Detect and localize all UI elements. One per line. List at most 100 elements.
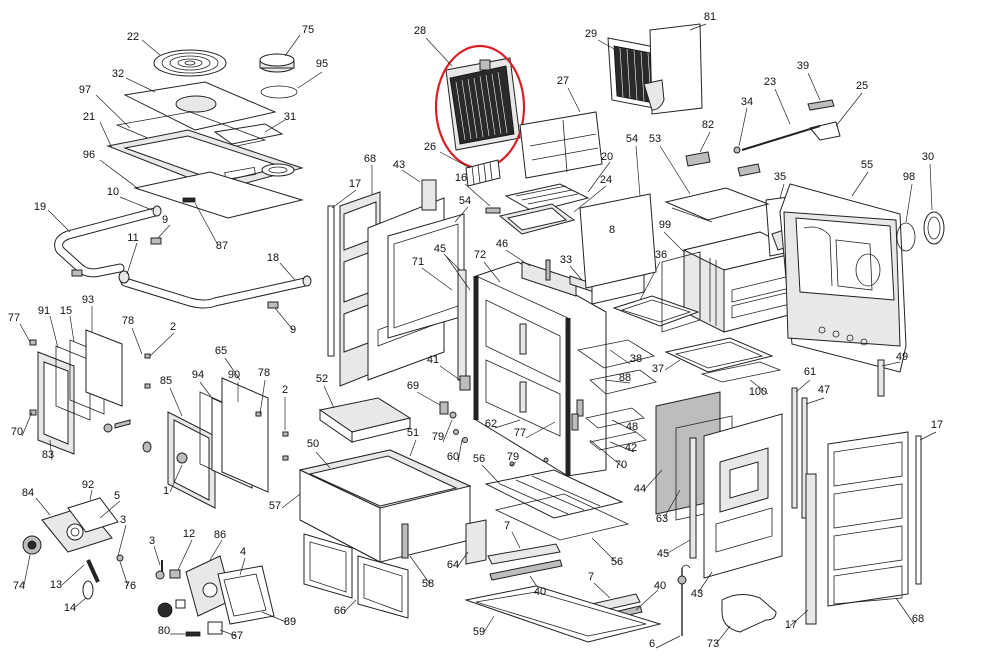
part-label-94: 94	[192, 369, 204, 381]
part-59-base	[464, 585, 662, 643]
part-label-16: 16	[455, 172, 467, 184]
part-label-59: 59	[473, 626, 485, 638]
part-label-41: 41	[427, 354, 439, 366]
part-label-76: 76	[124, 580, 136, 592]
part-label-43: 43	[691, 588, 703, 600]
part-label-35: 35	[774, 171, 786, 183]
main-frame	[416, 235, 657, 477]
part-73-handle	[721, 594, 777, 633]
part-label-56: 56	[473, 453, 485, 465]
part-label-15: 15	[60, 305, 72, 317]
part-label-46: 46	[496, 238, 508, 250]
part-92-plate	[67, 497, 119, 533]
part-label-84: 84	[22, 487, 34, 499]
part-label-71: 71	[412, 256, 424, 268]
part-label-2: 2	[170, 321, 176, 333]
part-58-slide	[401, 523, 409, 559]
part-64-plate	[465, 519, 487, 565]
part-label-45: 45	[657, 548, 669, 560]
part-label-82: 82	[702, 119, 714, 131]
part-label-64: 64	[447, 559, 459, 571]
part-label-28: 28	[414, 25, 426, 37]
part-7-rail	[487, 543, 561, 565]
part-label-70: 70	[615, 459, 627, 471]
part-98-ring	[896, 222, 916, 252]
part-label-32: 32	[112, 68, 124, 80]
part-54-panel	[579, 193, 657, 289]
part-label-11: 11	[127, 232, 138, 244]
part-label-54: 54	[626, 133, 638, 145]
part-label-18: 18	[267, 252, 279, 264]
part-label-6: 6	[649, 638, 655, 650]
part-label-43: 43	[393, 159, 405, 171]
part-label-19: 19	[34, 201, 46, 213]
part-68-door-panel	[827, 431, 909, 607]
cooktop-assembly	[95, 34, 323, 246]
part-label-10: 10	[107, 186, 119, 198]
part-96-base-plate	[133, 171, 304, 219]
part-label-80: 80	[158, 625, 170, 637]
part-36-shelf	[612, 295, 700, 327]
part-93-glass	[85, 329, 123, 407]
part-label-75: 75	[302, 24, 314, 36]
part-95-ring	[260, 85, 298, 99]
firebox-grates	[464, 161, 611, 235]
part-label-45: 45	[434, 243, 446, 255]
part-label-17: 17	[785, 619, 797, 631]
part-label-33: 33	[560, 254, 572, 266]
part-label-69: 69	[407, 380, 419, 392]
part-75-cap	[259, 53, 295, 73]
part-label-5: 5	[114, 490, 120, 502]
part-label-97: 97	[79, 84, 91, 96]
part-label-68: 68	[912, 613, 924, 625]
part-label-72: 72	[474, 249, 486, 261]
part-17-strip-right	[915, 435, 922, 585]
part-label-53: 53	[649, 133, 661, 145]
part-label-63: 63	[656, 513, 668, 525]
part-47-strip	[801, 397, 808, 519]
part-91-glass	[55, 345, 91, 421]
part-label-9: 9	[162, 214, 168, 226]
part-label-61: 61	[804, 366, 816, 378]
part-label-78: 78	[122, 315, 134, 327]
part-label-17: 17	[931, 419, 943, 431]
part-label-74: 74	[13, 580, 25, 592]
part-label-23: 23	[764, 76, 776, 88]
part-label-12: 12	[183, 528, 195, 540]
part-label-91: 91	[38, 305, 50, 317]
part-30-ring	[923, 211, 945, 245]
part-26-grate	[465, 159, 501, 187]
part-17-strip-bottom	[805, 473, 817, 625]
part-label-42: 42	[625, 442, 637, 454]
left-side-panels	[327, 165, 469, 387]
part-label-14: 14	[64, 602, 76, 614]
part-34-screw	[733, 146, 741, 154]
part-17-strip	[327, 205, 335, 357]
part-label-96: 96	[83, 149, 95, 161]
part-label-85: 85	[160, 375, 172, 387]
part-56-rack	[484, 469, 624, 519]
part-28-fire-grate-panel	[445, 57, 521, 151]
part-label-47: 47	[818, 384, 830, 396]
part-23-rod	[741, 125, 821, 151]
part-label-1: 1	[163, 485, 169, 497]
back-panels	[425, 23, 707, 187]
part-89-frame	[217, 565, 275, 625]
part-label-21: 21	[83, 111, 95, 123]
part-label-40: 40	[654, 580, 666, 592]
part-label-39: 39	[797, 60, 809, 72]
part-80-knob	[157, 602, 173, 618]
part-label-7: 7	[504, 520, 510, 532]
part-label-77: 77	[514, 427, 526, 439]
part-label-3: 3	[120, 514, 126, 526]
part-label-79: 79	[432, 431, 444, 443]
part-label-67: 67	[231, 630, 243, 642]
part-40-rail	[489, 559, 563, 581]
part-label-40: 40	[534, 586, 546, 598]
right-top-parts	[579, 72, 863, 289]
part-label-83: 83	[42, 449, 54, 461]
part-62-frame	[475, 261, 607, 477]
part-label-62: 62	[485, 418, 497, 430]
